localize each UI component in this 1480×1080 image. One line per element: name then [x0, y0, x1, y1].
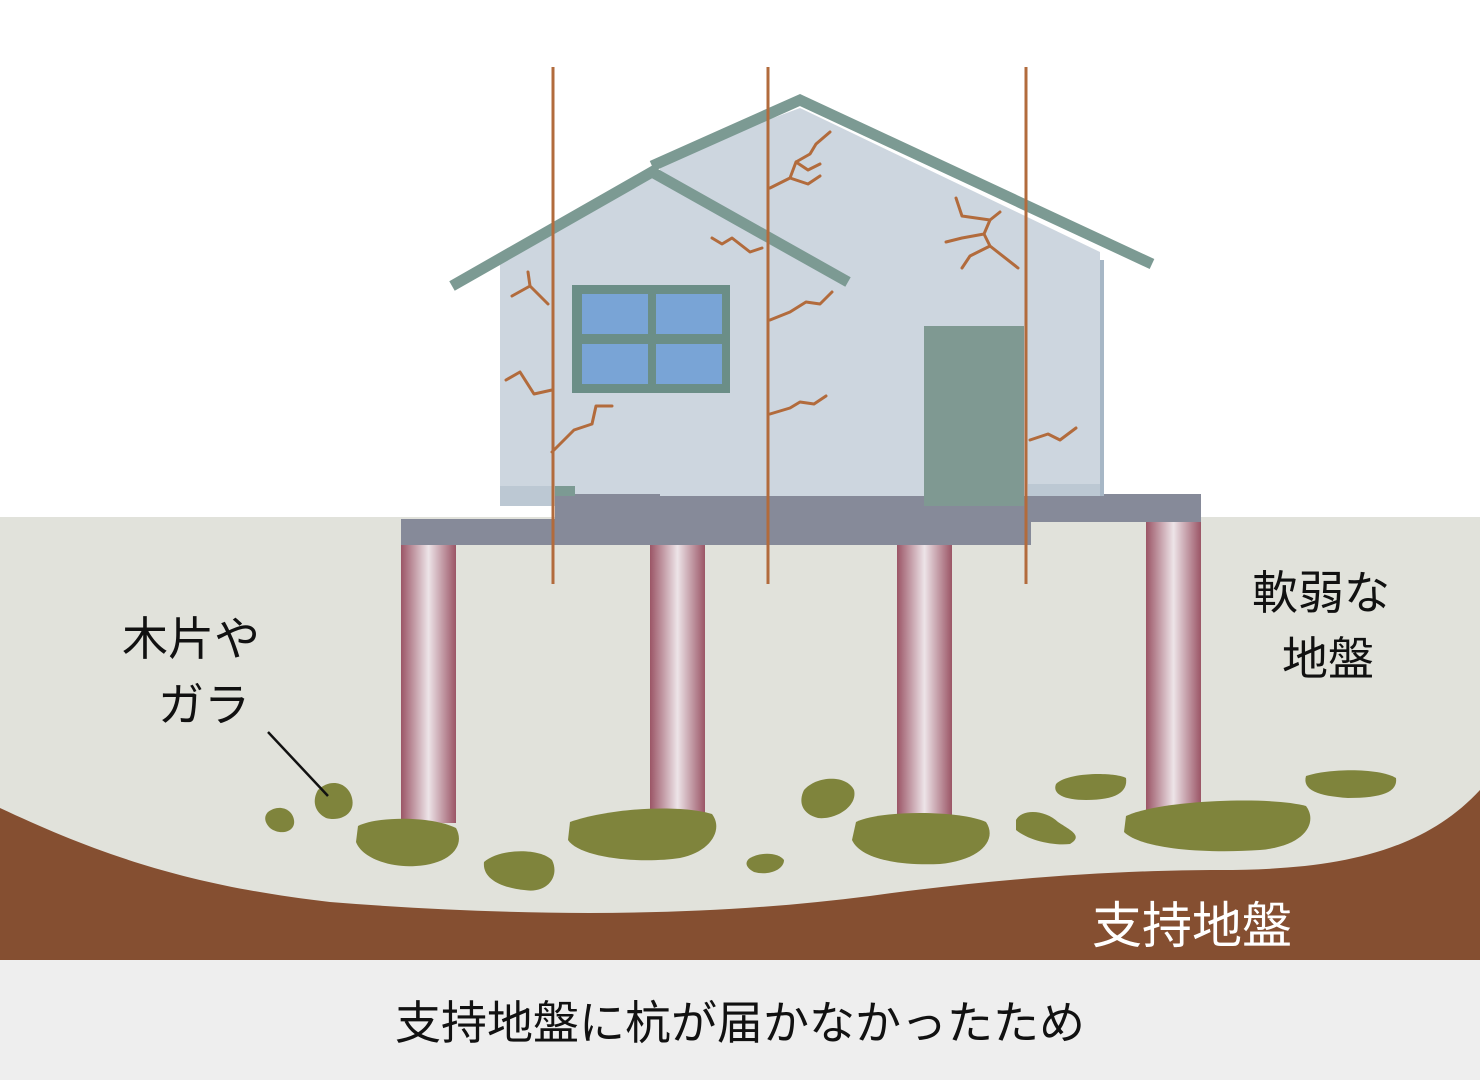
- bearing-layer: [0, 790, 1480, 960]
- house-wall-base-right: [1028, 484, 1100, 496]
- window: [572, 285, 730, 393]
- window-pane: [582, 344, 648, 384]
- house-wall-base-strip: [555, 486, 575, 496]
- crack: [768, 290, 834, 322]
- foundation-slab: [401, 494, 1201, 545]
- foundation-slab-high: [555, 494, 1201, 522]
- crack: [768, 130, 832, 190]
- soft-ground-label-line2: 地盤: [1282, 632, 1374, 686]
- crack: [768, 394, 828, 416]
- window-pane: [656, 294, 722, 334]
- debris-piece: [568, 808, 717, 861]
- debris-label-line2: ガラ: [158, 678, 250, 732]
- window-pane: [656, 344, 722, 384]
- foundation-slab-low: [401, 519, 1031, 545]
- crack: [944, 196, 1020, 270]
- debris-piece: [483, 851, 555, 891]
- crack: [1028, 426, 1078, 442]
- debris-leader-line: [267, 731, 329, 797]
- debris-label-line1: 木片や: [122, 612, 260, 666]
- caption-bar: 支持地盤に杭が届かなかったため: [0, 960, 1480, 1080]
- debris-piece: [801, 778, 855, 819]
- pile: [1146, 520, 1201, 820]
- door: [924, 326, 1024, 506]
- crack: [550, 404, 614, 454]
- debris-piece: [852, 813, 990, 865]
- pile: [401, 545, 456, 823]
- crack: [504, 370, 554, 396]
- roof-right: [649, 93, 1155, 269]
- debris-piece: [1016, 811, 1076, 845]
- bearing-layer-label: 支持地盤: [1092, 897, 1292, 955]
- soft-ground-label-line1: 軟弱な: [1252, 566, 1390, 620]
- pile: [650, 527, 705, 823]
- wall-cracks: [504, 130, 1078, 454]
- debris-piece: [1124, 800, 1311, 852]
- caption: 支持地盤に杭が届かなかったため: [395, 996, 1085, 1050]
- pile: [897, 527, 952, 823]
- roof-left: [449, 165, 851, 291]
- debris-piece: [1055, 774, 1127, 800]
- crack: [710, 236, 764, 254]
- house-wall-base-left: [500, 486, 555, 506]
- crack: [510, 270, 550, 306]
- tilt-lines: [551, 67, 1028, 584]
- debris-piece: [356, 818, 459, 867]
- debris-piece: [265, 807, 295, 833]
- debris: [265, 770, 1397, 891]
- piles: [401, 520, 1201, 823]
- window-pane: [582, 294, 648, 334]
- debris-piece: [1305, 770, 1397, 798]
- debris-piece: [746, 853, 784, 874]
- house: [449, 93, 1155, 506]
